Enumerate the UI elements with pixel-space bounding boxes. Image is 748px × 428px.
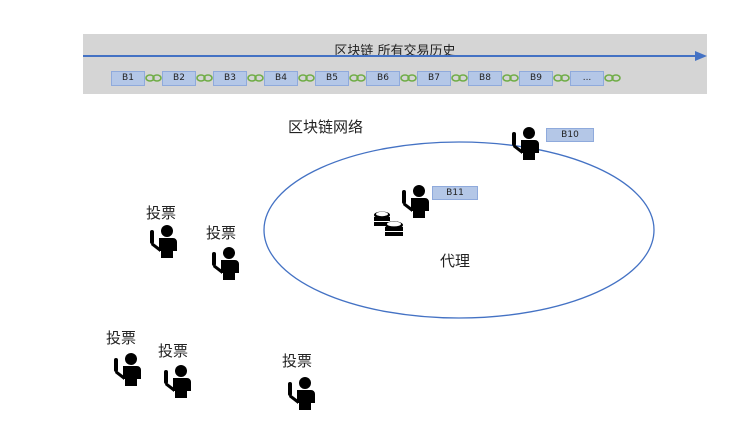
chain-link-icon bbox=[502, 74, 519, 82]
chain-link-icon bbox=[604, 74, 621, 82]
block-8: B8 bbox=[468, 70, 502, 86]
block-5: B5 bbox=[315, 70, 349, 86]
block-4: B4 bbox=[264, 70, 298, 86]
voter-label: 投票 bbox=[106, 329, 137, 347]
chain-link-icon bbox=[196, 74, 213, 82]
chain-link-icon bbox=[247, 74, 264, 82]
blocks-row: B1 B2 B3 B4 B5 B6 B7 B8 B9... bbox=[111, 70, 621, 86]
voter-label: 投票 bbox=[282, 352, 313, 370]
voter-label: 投票 bbox=[158, 342, 189, 360]
block-6: B6 bbox=[366, 70, 400, 86]
voter-label: 投票 bbox=[146, 204, 177, 222]
node-b11-tag: B11 bbox=[432, 186, 478, 200]
chain-link-icon bbox=[451, 74, 468, 82]
chain-link-icon bbox=[553, 74, 570, 82]
block-3: B3 bbox=[213, 70, 247, 86]
proxy-label: 代理 bbox=[440, 252, 471, 270]
voter-person-icon bbox=[162, 364, 192, 398]
block-10: ... bbox=[570, 70, 604, 86]
timeline-arrow bbox=[83, 51, 707, 61]
coins-icon bbox=[374, 211, 403, 236]
chain-link-icon bbox=[145, 74, 162, 82]
chain-link-icon bbox=[349, 74, 366, 82]
network-title: 区块链网络 bbox=[288, 118, 364, 136]
node-b10-tag: B10 bbox=[546, 128, 594, 142]
chain-link-icon bbox=[298, 74, 315, 82]
proxy-person-icon bbox=[400, 184, 430, 218]
voter-person-icon bbox=[286, 376, 316, 410]
chain-link-icon bbox=[400, 74, 417, 82]
voter-person-icon bbox=[210, 246, 240, 280]
voter-label: 投票 bbox=[206, 224, 237, 242]
node-b10-person-icon bbox=[510, 126, 540, 160]
block-9: B9 bbox=[519, 70, 553, 86]
block-7: B7 bbox=[417, 70, 451, 86]
block-2: B2 bbox=[162, 70, 196, 86]
voter-person-icon bbox=[148, 224, 178, 258]
block-1: B1 bbox=[111, 70, 145, 86]
voter-person-icon bbox=[112, 352, 142, 386]
